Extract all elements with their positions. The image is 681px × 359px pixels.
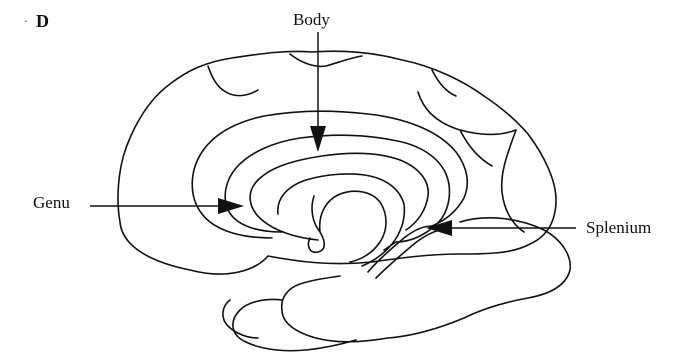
cerebellum-outline	[233, 299, 356, 350]
hemisphere-outline	[118, 51, 556, 274]
genu-arrowhead	[218, 198, 244, 214]
gyrus-line-frontal	[208, 66, 258, 96]
thalamus-outline	[320, 191, 386, 262]
gyrus-line-occipital	[502, 130, 524, 232]
corpus-callosum-outline	[225, 135, 449, 250]
septum-outline	[308, 196, 324, 252]
body-arrowhead	[310, 126, 326, 152]
gyrus-line-precuneus	[418, 92, 516, 135]
brainstem-fold-outline	[223, 300, 258, 338]
gyrus-line-superior	[290, 54, 362, 66]
gyrus-line-cingulate-top	[460, 130, 492, 166]
